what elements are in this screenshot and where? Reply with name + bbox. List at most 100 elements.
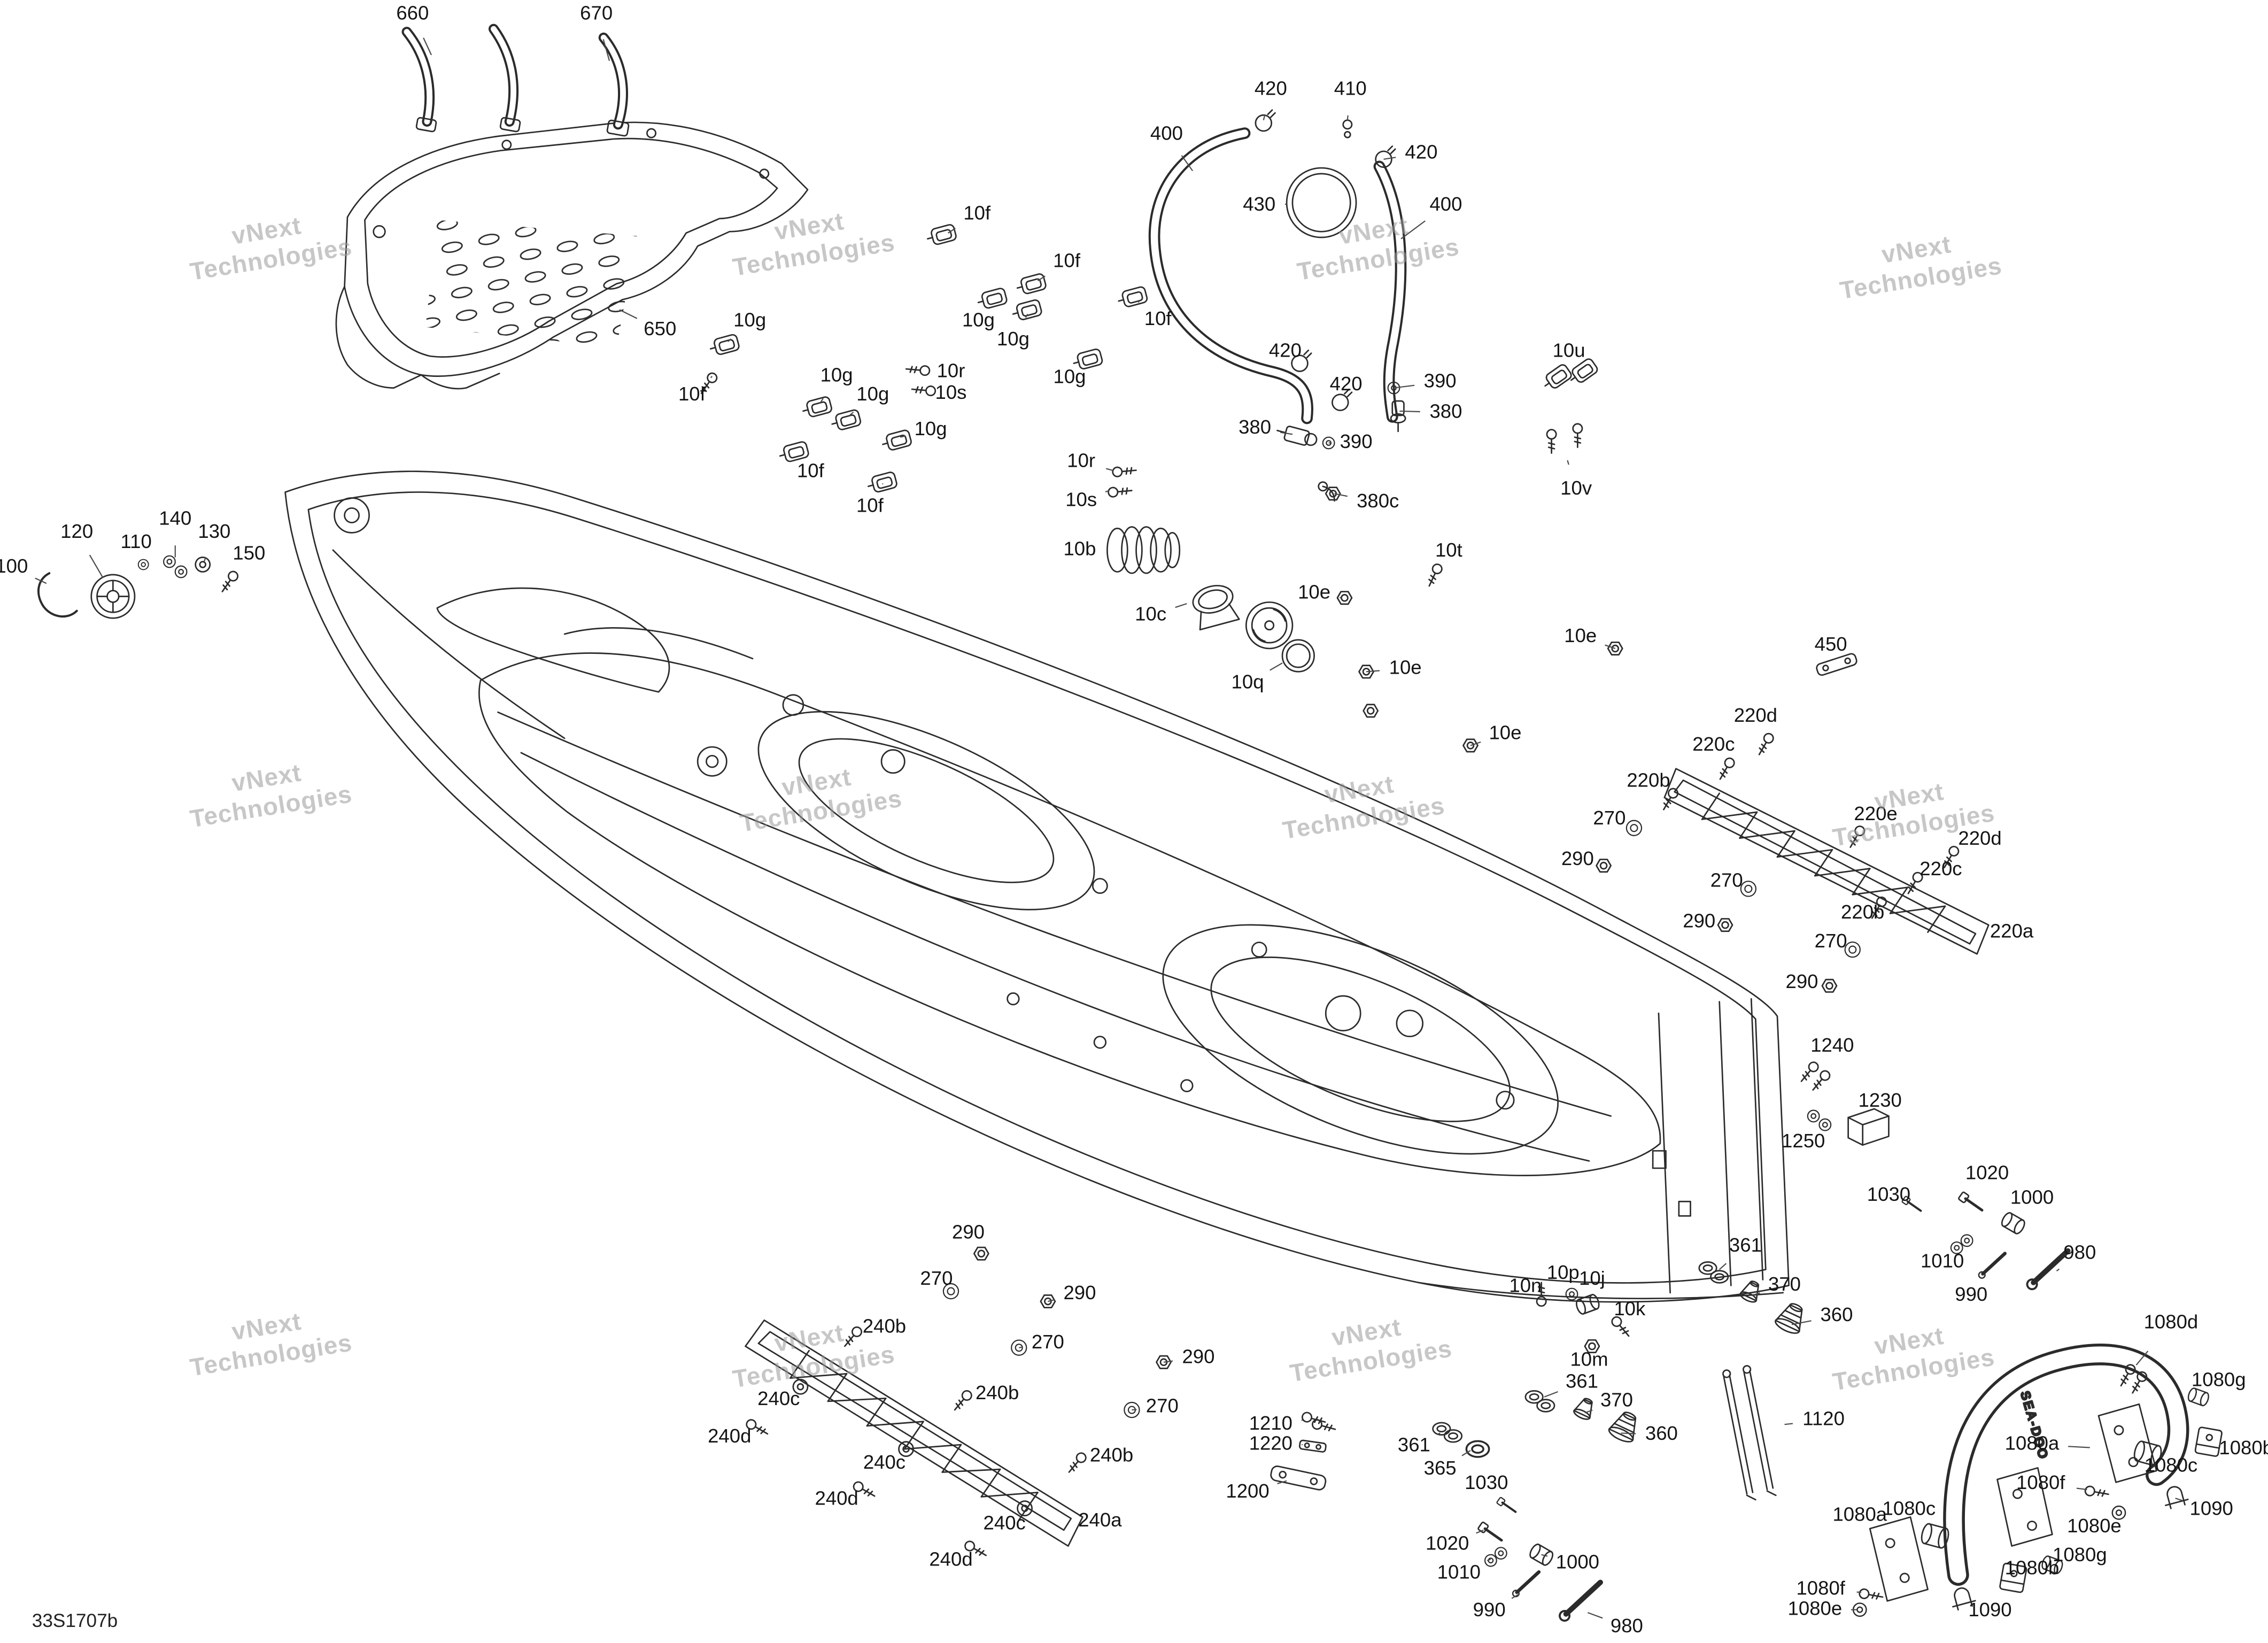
- vent-hoses: [1148, 109, 1407, 425]
- part-callout: 10s: [1065, 488, 1097, 510]
- part-callout: 220d: [1958, 827, 2001, 849]
- part-callout: 10g: [1054, 365, 1086, 387]
- part-callout: 670: [580, 2, 613, 24]
- part-callout: 100: [0, 555, 28, 577]
- part-callout: 1030: [1465, 1471, 1508, 1493]
- part-callout: 10f: [1053, 250, 1081, 272]
- leader-line: [1751, 1292, 1760, 1297]
- part-callout: 420: [1269, 340, 1302, 361]
- part-callout: 361: [1729, 1234, 1762, 1256]
- leader-line: [1856, 1591, 1862, 1593]
- part-callout: 390: [1424, 369, 1457, 391]
- leader-line: [1175, 603, 1187, 608]
- leader-line: [1037, 275, 1046, 282]
- part-callout: 240b: [1090, 1444, 1133, 1465]
- part-callout: 10e: [1389, 657, 1422, 678]
- part-callout: 660: [396, 2, 429, 24]
- part-callout: 410: [1334, 78, 1367, 99]
- leader-line: [820, 398, 824, 403]
- part-callout: 10t: [1435, 539, 1462, 561]
- leader-line: [35, 577, 47, 584]
- part-callout: 980: [2063, 1241, 2096, 1263]
- part-callout: 10g: [820, 364, 853, 386]
- leader-line: [1487, 1558, 1491, 1561]
- leader-line: [89, 554, 104, 578]
- part-callout: 10f: [678, 383, 706, 405]
- part-callout: 1090: [1968, 1599, 2011, 1621]
- leader-line: [947, 228, 956, 234]
- leader-line: [1470, 741, 1481, 746]
- part-callout: 120: [60, 520, 93, 542]
- leader-line: [1584, 1409, 1593, 1414]
- part-callout: 220b: [1841, 901, 1884, 923]
- leader-line: [849, 412, 854, 416]
- part-callout: 240b: [976, 1382, 1019, 1403]
- part-callout: 290: [1683, 909, 1715, 931]
- part-callout: 1240: [1810, 1034, 1854, 1056]
- part-callout: 10k: [1614, 1298, 1646, 1320]
- leader-line: [1400, 220, 1426, 240]
- part-callout: 360: [1645, 1422, 1678, 1444]
- part-callout: 10g: [997, 328, 1029, 350]
- leader-line: [2135, 1351, 2149, 1366]
- part-callout: 980: [1611, 1615, 1643, 1637]
- part-callout: 10g: [856, 383, 889, 405]
- part-callout: 10c: [1135, 603, 1166, 624]
- part-callout: 370: [1600, 1389, 1633, 1411]
- leader-line: [1163, 1360, 1173, 1363]
- part-callout: 140: [159, 507, 191, 529]
- part-callout: 361: [1398, 1433, 1430, 1455]
- part-callout: 240d: [929, 1548, 972, 1570]
- part-callout: 1230: [1859, 1089, 1902, 1111]
- hardware-small: [696, 223, 1623, 753]
- leader-line: [1511, 1593, 1520, 1599]
- part-callout: 1080g: [2192, 1369, 2246, 1391]
- leader-line: [710, 376, 713, 379]
- leader-line: [1137, 300, 1140, 303]
- part-callout: 220c: [1692, 733, 1735, 755]
- part-callout: 1020: [1965, 1161, 2009, 1183]
- part-callout: 240c: [984, 1512, 1026, 1534]
- part-callout: 360: [1820, 1303, 1853, 1325]
- part-callout: 10e: [1489, 721, 1521, 743]
- part-callout: 240a: [1078, 1509, 1122, 1531]
- part-callout: 110: [121, 530, 152, 552]
- part-callout: 1200: [1226, 1480, 1269, 1502]
- part-callout: 1030: [1867, 1183, 1910, 1205]
- part-callout: 390: [1340, 430, 1373, 452]
- part-callout: 10g: [733, 309, 766, 331]
- part-callout: 240c: [757, 1387, 800, 1409]
- part-callout: 1080c: [2145, 1454, 2198, 1476]
- leader-line: [1399, 410, 1420, 413]
- part-callout: 1010: [1437, 1561, 1481, 1583]
- part-callout: 1210: [1249, 1412, 1292, 1434]
- leader-line: [1719, 1263, 1727, 1270]
- part-callout: 130: [198, 520, 230, 542]
- leader-line: [2068, 1446, 2090, 1448]
- part-callout: 361: [1566, 1370, 1598, 1392]
- part-callout: 10p: [1547, 1261, 1580, 1283]
- leader-line: [1105, 468, 1113, 471]
- part-callout: 10n: [1509, 1275, 1542, 1297]
- part-callout: 990: [1473, 1599, 1506, 1621]
- part-callout: 10f: [1144, 307, 1172, 329]
- leader-line: [900, 435, 906, 438]
- leader-line: [1025, 313, 1028, 318]
- leader-line: [1461, 1449, 1471, 1456]
- leader-line: [2175, 1498, 2182, 1501]
- part-callout: 270: [1815, 930, 1847, 952]
- part-callout: 150: [233, 542, 265, 564]
- rubrail-220: [1596, 653, 1990, 993]
- handle-straps: [401, 24, 630, 137]
- part-callout: 10m: [1570, 1348, 1608, 1370]
- diagram-code: 33S1707b: [32, 1610, 118, 1631]
- part-callout: 270: [1710, 869, 1743, 891]
- leader-line: [1181, 155, 1194, 172]
- part-callout: 240b: [863, 1315, 906, 1337]
- leader-line: [1394, 384, 1415, 389]
- part-callout: 1010: [1921, 1250, 1964, 1272]
